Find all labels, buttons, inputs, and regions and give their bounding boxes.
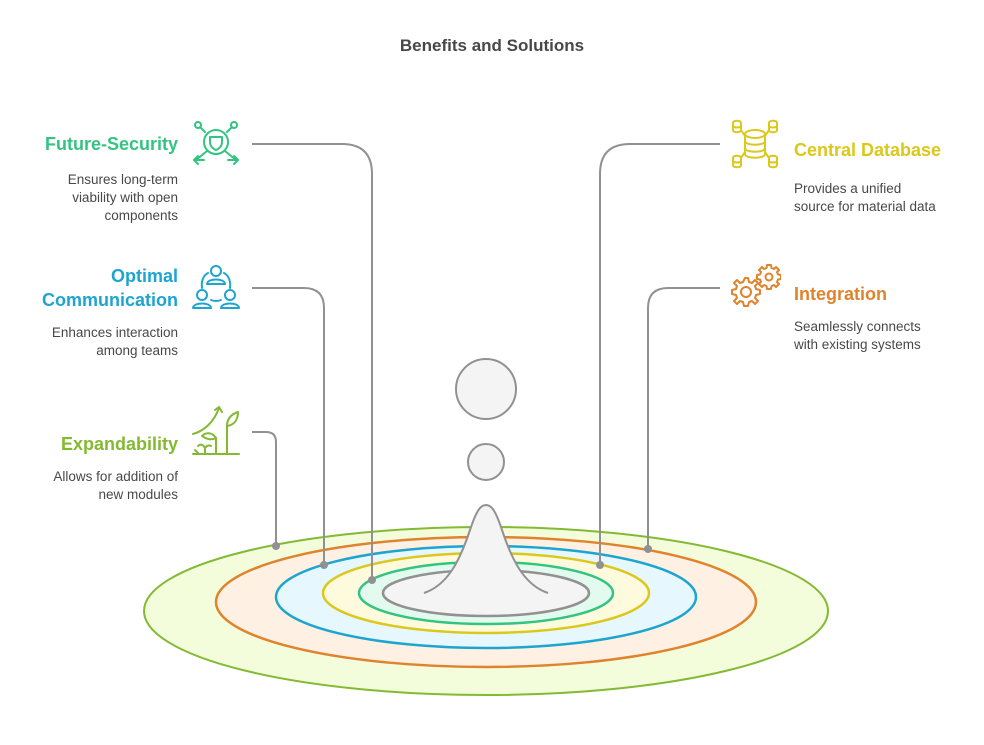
description-line: Enhances interaction	[51, 325, 178, 340]
gears-icon	[731, 264, 781, 307]
description-line: among teams	[96, 343, 178, 358]
item-title-optimal-communication: Optimal Communication	[42, 264, 178, 312]
item-description-optimal-communication: Enhances interaction among teams	[52, 324, 178, 360]
title-line: Optimal	[110, 266, 178, 286]
diagram-title: Benefits and Solutions	[399, 36, 585, 55]
description-line: components	[104, 208, 178, 223]
item-title-integration: Integration	[794, 284, 887, 304]
connector-dot-future-security	[368, 576, 376, 584]
connector-dot-integration	[644, 545, 652, 553]
connector-central-database	[599, 143, 720, 565]
growth-plant-icon	[192, 406, 240, 455]
item-description-future-security: Ensures long-term viability with open co…	[68, 171, 178, 225]
connector-dot-optimal-communication	[320, 561, 328, 569]
connector-future-security	[252, 143, 373, 580]
item-description-expandability: Allows for addition of new modules	[53, 468, 178, 504]
database-network-icon	[732, 119, 778, 169]
team-communication-icon	[192, 265, 240, 309]
description-line: viability with open	[72, 190, 178, 205]
description-line: with existing systems	[794, 337, 921, 352]
connector-optimal-communication	[252, 287, 325, 565]
droplet-large	[455, 358, 517, 420]
connector-dot-central-database	[596, 561, 604, 569]
description-line: Provides a unified	[794, 181, 902, 196]
description-line: new modules	[98, 487, 178, 502]
item-title-expandability: Expandability	[60, 434, 178, 454]
item-title-central-database: Central Database	[794, 140, 942, 160]
description-line: Ensures long-term	[67, 172, 178, 187]
description-line: Seamlessly connects	[794, 319, 921, 334]
connector-dot-expandability	[272, 542, 280, 550]
description-line: Allows for addition of	[53, 469, 178, 484]
title-line: Communication	[41, 290, 178, 310]
shield-network-icon	[193, 121, 239, 165]
description-line: source for material data	[794, 199, 936, 214]
connector-integration	[647, 287, 720, 549]
item-description-central-database: Provides a unified source for material d…	[794, 180, 936, 216]
splash-peak	[424, 505, 548, 593]
connector-expandability	[252, 431, 277, 546]
droplet-small	[467, 443, 505, 481]
item-title-future-security: Future-Security	[44, 134, 178, 154]
splash-peak-outline	[423, 503, 549, 594]
item-description-integration: Seamlessly connects with existing system…	[794, 318, 921, 354]
